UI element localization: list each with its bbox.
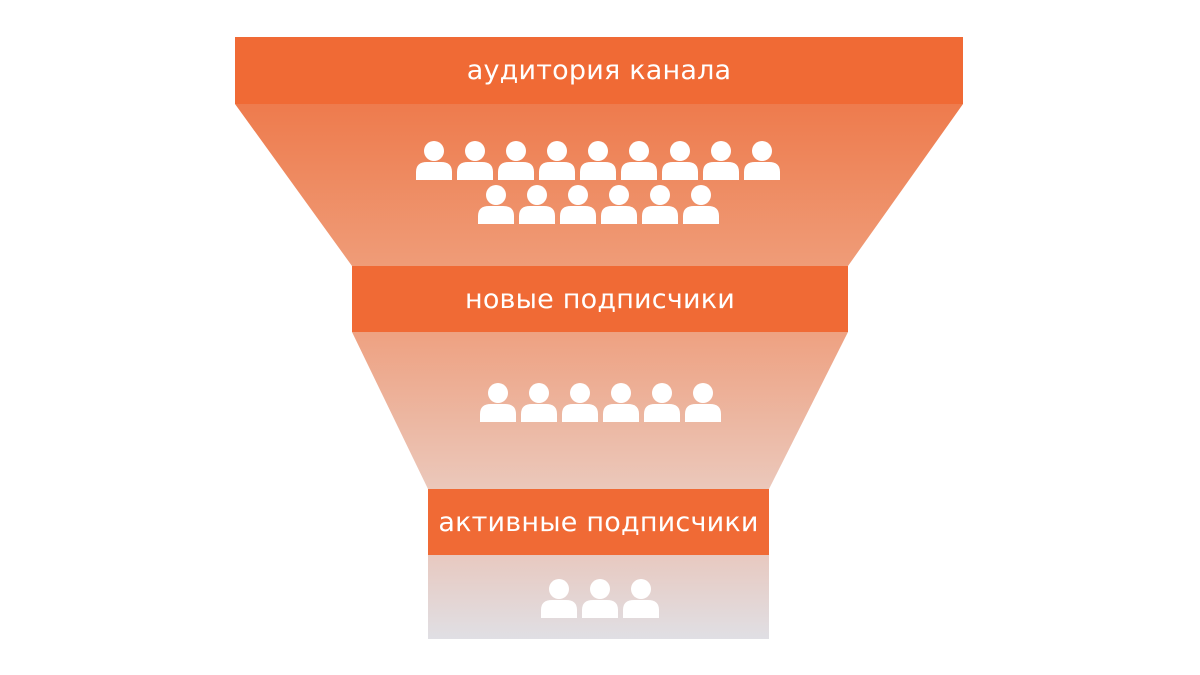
person-icon — [602, 383, 639, 422]
person-icon — [541, 579, 577, 618]
person-icon — [744, 141, 780, 180]
people-group-audience — [0, 140, 1198, 224]
person-icon — [580, 141, 616, 180]
stage-label-new-subscribers: новые подписчики — [352, 266, 848, 332]
person-icon — [559, 185, 596, 224]
funnel-section-2 — [352, 332, 848, 489]
funnel-section-1 — [235, 104, 963, 266]
people-group-new-subscribers — [0, 382, 1200, 422]
person-icon — [662, 141, 698, 180]
person-icon — [518, 185, 555, 224]
person-icon — [623, 579, 659, 618]
stage-label-active-subscribers: активные подписчики — [428, 489, 769, 555]
person-icon — [582, 579, 618, 618]
person-icon — [539, 141, 575, 180]
person-icon — [641, 185, 678, 224]
people-row — [540, 578, 660, 618]
people-row — [477, 184, 720, 224]
person-icon — [682, 185, 719, 224]
person-icon — [561, 383, 598, 422]
people-group-active-subscribers — [0, 578, 1200, 618]
person-icon — [621, 141, 657, 180]
person-icon — [643, 383, 680, 422]
people-row — [479, 382, 722, 422]
stage-label-audience: аудитория канала — [235, 37, 963, 104]
person-icon — [498, 141, 534, 180]
person-icon — [684, 383, 721, 422]
person-icon — [600, 185, 637, 224]
person-icon — [477, 185, 514, 224]
person-icon — [479, 383, 516, 422]
person-icon — [416, 141, 452, 180]
person-icon — [703, 141, 739, 180]
person-icon — [520, 383, 557, 422]
person-icon — [457, 141, 493, 180]
people-row — [415, 140, 781, 180]
